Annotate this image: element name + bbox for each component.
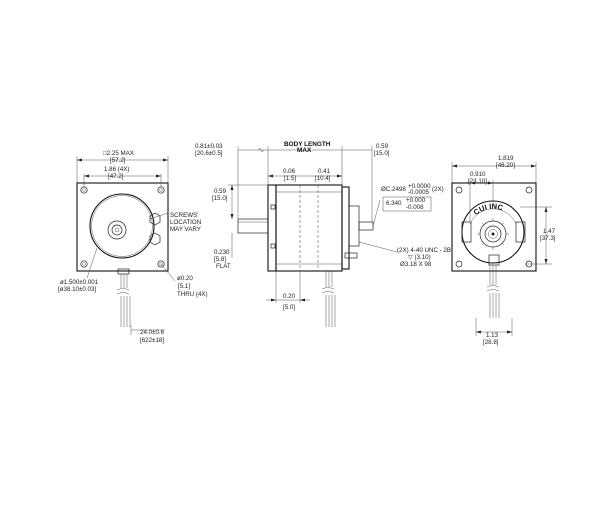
thread-spec: (2X) 4-40 UNC - 2B bbox=[397, 247, 451, 254]
dim-thru-hole: ø0.20 bbox=[177, 275, 193, 282]
dim-shaft-length-mm: [20.6±0.5] bbox=[195, 150, 223, 157]
front-view: □2.25 MAX [57.2] 1.86 (4X) [47.2] SCREWS… bbox=[58, 150, 208, 344]
dim-flat-length-mm: [15.0] bbox=[212, 195, 228, 202]
side-encoder bbox=[348, 205, 360, 247]
dim-flat-depth-mm: [5.8] bbox=[214, 256, 226, 263]
mount-hole bbox=[80, 186, 88, 194]
mount-hole bbox=[455, 186, 463, 194]
body-length-label: BODY LENGTH bbox=[284, 141, 331, 148]
dim-pilot-depth: 0.06 bbox=[283, 168, 296, 175]
dim-rear-length-mm: [15.0] bbox=[374, 150, 390, 157]
mount-hole bbox=[157, 186, 165, 194]
dim-thru-hole-mm: [5.1] bbox=[178, 283, 190, 290]
dim-flange-thickness-mm: [10.4] bbox=[315, 175, 331, 182]
dim-hole-spacing: 1.86 (4X) bbox=[104, 166, 129, 173]
dim-flat-depth: 0.230 bbox=[214, 249, 230, 256]
brand-text: CUI INC bbox=[472, 202, 505, 217]
dim-hole-spacing-mm: [47.2] bbox=[108, 173, 124, 180]
dim-shaft-dia-plus: +0.0000 bbox=[408, 183, 431, 190]
side-body bbox=[275, 184, 343, 272]
thread-depth: ▽ (3.10) bbox=[408, 254, 431, 261]
dim-shaft-dia-mm-minus: -0.008 bbox=[406, 204, 424, 211]
front-shaft bbox=[111, 224, 123, 236]
dim-shaft-dia-mm-plus: +0.000 bbox=[406, 197, 426, 204]
dim-pilot-dia-mm: [ø38.10±0.03] bbox=[58, 286, 96, 293]
dim-flange-width: 1.819 bbox=[498, 155, 514, 162]
mount-hole bbox=[455, 260, 463, 268]
dim-height-mm: [37.3] bbox=[540, 235, 556, 242]
dim-shaft-length: 0.81±0.03 bbox=[195, 143, 223, 150]
flat-label: FLAT bbox=[216, 263, 231, 270]
dim-overall-width: □2.25 MAX bbox=[103, 150, 134, 157]
dim-encoder-pitch-mm: [23.10] bbox=[468, 178, 487, 185]
dim-lead-length: 24.0±0.6 bbox=[140, 329, 165, 336]
dim-overall-width-mm: [57.2] bbox=[110, 157, 126, 164]
dim-rear-length: 0.59 bbox=[376, 143, 389, 150]
screws-note-3: MAY VARY bbox=[170, 226, 201, 233]
dim-shaft-dia-mm: 6.340 bbox=[386, 200, 402, 207]
side-rear-shaft bbox=[358, 221, 374, 231]
side-front-shaft bbox=[237, 218, 269, 234]
rear-gear bbox=[477, 218, 509, 250]
dim-pilot-dia: ø1.500±0.001 bbox=[60, 279, 99, 286]
side-flange bbox=[267, 184, 277, 272]
dim-flat-length: 0.59 bbox=[214, 188, 227, 195]
mount-hole bbox=[157, 260, 165, 268]
front-flange bbox=[76, 182, 169, 272]
dim-rear-offset-mm: [5.0] bbox=[283, 304, 295, 311]
screws-note-1: SCREWS' bbox=[170, 212, 198, 219]
dim-encoder-pitch: 0.910 bbox=[470, 171, 486, 178]
dim-lead-length-mm: [622±18] bbox=[140, 337, 164, 344]
screws-note-2: LOCATION bbox=[170, 219, 201, 226]
dim-shaft-dia-count: (2X) bbox=[432, 186, 444, 193]
dim-flange-thickness: 0.41 bbox=[318, 168, 331, 175]
dim-pilot-depth-mm: [1.5] bbox=[284, 175, 296, 182]
front-pilot-circle bbox=[89, 193, 155, 259]
dim-shaft-dia: ØC.2498 bbox=[381, 186, 406, 193]
body-length-sub: MAX bbox=[297, 147, 312, 154]
rear-view: CUI INC 1.819 bbox=[451, 155, 556, 346]
side-view: 0.81±0.03 [20.6±0.5] BODY LENGTH MAX 0.5… bbox=[195, 141, 451, 327]
dim-bottom-width-mm: [28.8] bbox=[483, 339, 499, 346]
dim-shaft-dia-minus: -0.0005 bbox=[408, 189, 430, 196]
mount-hole bbox=[80, 260, 88, 268]
dim-flange-width-mm: [46.20] bbox=[496, 162, 515, 169]
side-rear-flange bbox=[341, 186, 350, 270]
dim-thru-note: THRU (4X) bbox=[177, 291, 208, 298]
thread-min-depth: Ø3.18 X 98 bbox=[400, 261, 432, 268]
dim-bottom-width: 1.13 bbox=[486, 332, 499, 339]
dim-height: 1.47 bbox=[543, 228, 556, 235]
front-hub bbox=[107, 220, 127, 240]
dim-rear-offset: 0.20 bbox=[283, 293, 296, 300]
mount-hole bbox=[525, 186, 533, 194]
